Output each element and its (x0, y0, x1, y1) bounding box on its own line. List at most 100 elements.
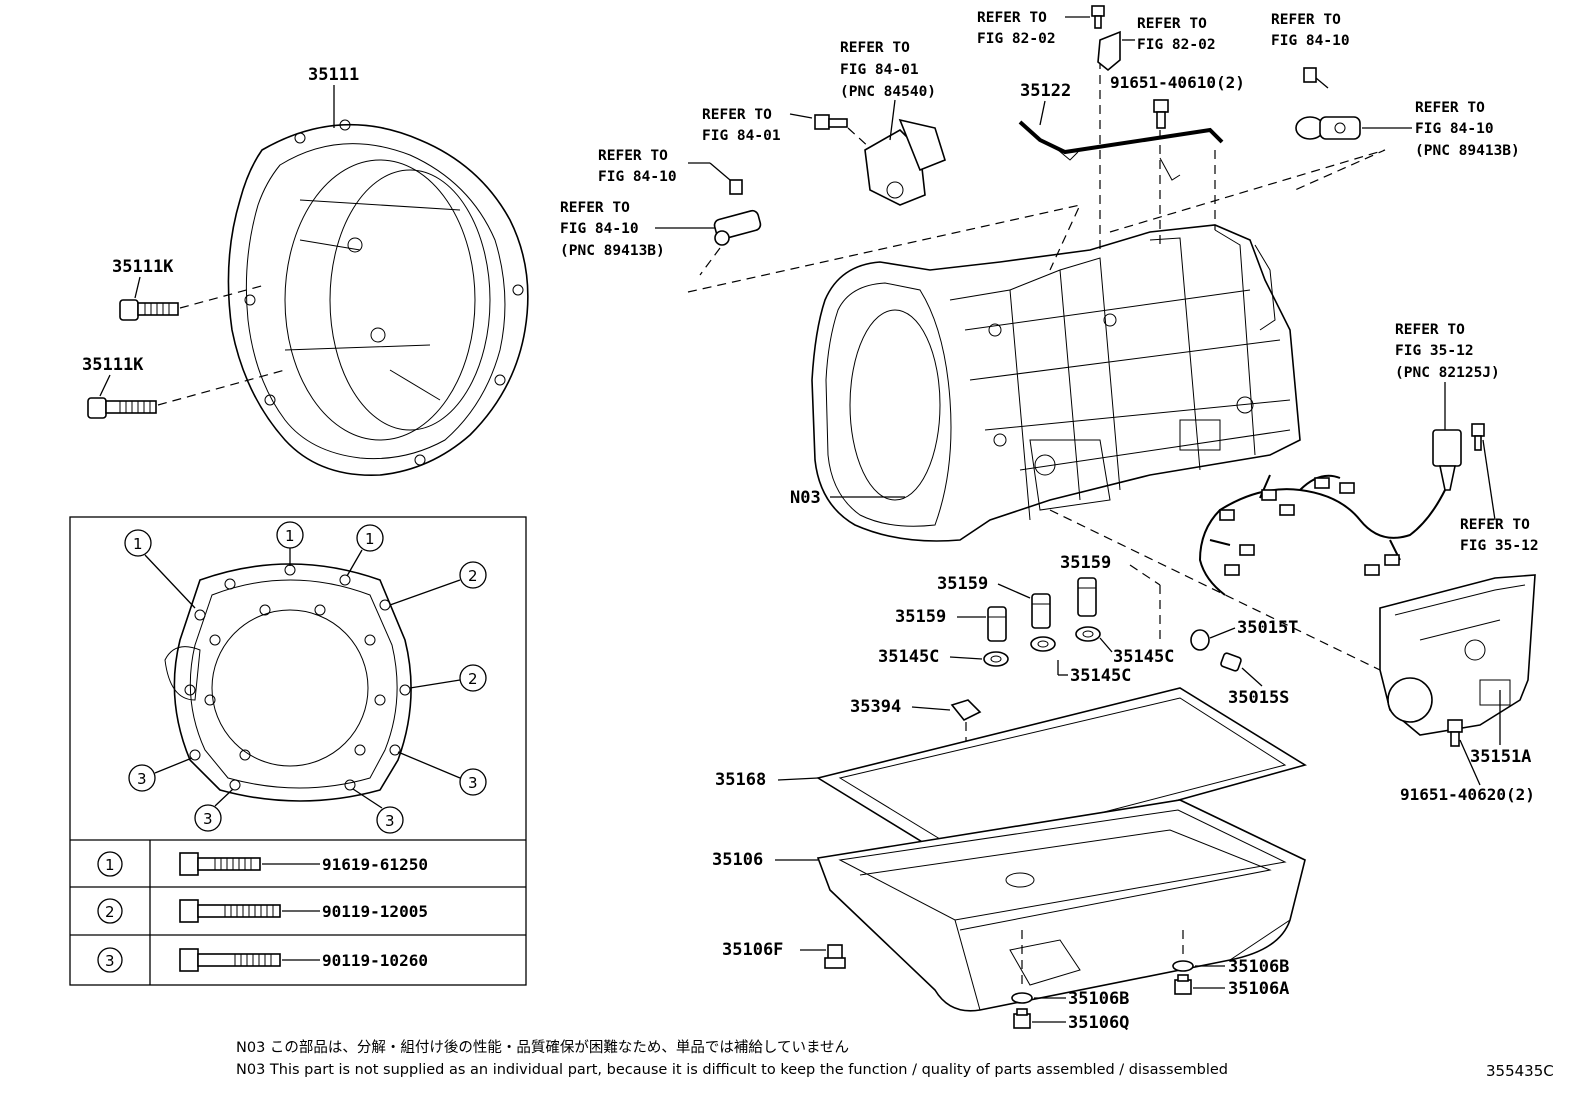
svg-text:3: 3 (468, 774, 478, 792)
label-pipe: 35122 (1020, 81, 1071, 101)
ref-84-10-pnc-left: REFER TO FIG 84-10 (PNC 89413B) (560, 200, 665, 259)
magnet-icon (950, 699, 982, 722)
bolt-84-01 (814, 114, 848, 130)
svg-text:1: 1 (365, 530, 375, 548)
bolt-mark-2: 2 (105, 903, 115, 921)
bolt-table: 1 91619-61250 2 90119-12005 3 90119-1026… (70, 839, 526, 985)
oil-pan (816, 799, 1306, 1012)
svg-text:2: 2 (468, 670, 478, 688)
svg-text:FIG 82-02: FIG 82-02 (977, 31, 1056, 47)
pipe-35159-a (1077, 577, 1097, 617)
svg-text:REFER TO: REFER TO (840, 40, 910, 56)
bolt-part-2: 90119-12005 (322, 902, 428, 921)
svg-text:FIG 84-10: FIG 84-10 (1271, 33, 1350, 49)
svg-text:1: 1 (133, 535, 143, 553)
svg-text:FIG 84-10: FIG 84-10 (598, 169, 677, 185)
drain-plug-f (824, 944, 846, 969)
plug-a (1174, 974, 1192, 995)
label-oil-pan: 35106 (712, 850, 763, 870)
bolt-91651-top (1153, 99, 1169, 129)
ref-82-02-b: REFER TO FIG 82-02 (1137, 16, 1216, 53)
bolt-table-row-1: 1 91619-61250 (97, 851, 428, 877)
pipe-35159-b (1031, 593, 1051, 629)
converter-housing-drawing (227, 119, 529, 477)
svg-text:(PNC 82125J): (PNC 82125J) (1395, 365, 1500, 381)
sensor-35015s (1220, 652, 1242, 672)
bolt-small-top (1091, 5, 1105, 29)
svg-text:FIG 84-01: FIG 84-01 (840, 62, 919, 78)
oring-35145c-b (1030, 636, 1056, 652)
pan-gasket (815, 687, 1307, 863)
bracket-icon (1097, 30, 1121, 72)
bolt-35-12 (1471, 423, 1485, 451)
svg-text:2: 2 (468, 567, 478, 585)
bolt-small-left (729, 179, 743, 195)
bolt-callouts: 1 1 1 2 2 3 3 3 3 (124, 521, 487, 834)
oring-35015t (1190, 629, 1210, 651)
bolt-table-row-3: 3 90119-10260 (97, 947, 428, 973)
svg-text:REFER TO: REFER TO (598, 148, 668, 164)
label-pipe-a: 35159 (1060, 553, 1111, 573)
note-japanese: N03 この部品は、分解・組付け後の性能・品質確保が困難なため、単品では補給して… (236, 1038, 849, 1056)
svg-text:FIG 82-02: FIG 82-02 (1137, 37, 1216, 53)
svg-text:(PNC 89413B): (PNC 89413B) (560, 243, 665, 259)
label-magnet: 35394 (850, 697, 901, 717)
svg-text:3: 3 (385, 812, 395, 830)
bolt-91651-bottom (1447, 719, 1463, 747)
ref-84-10-left: REFER TO FIG 84-10 (598, 148, 677, 185)
label-gasket: 35168 (715, 770, 766, 790)
svg-text:REFER TO: REFER TO (1395, 322, 1465, 338)
plug-q (1013, 1008, 1031, 1029)
svg-text:FIG 35-12: FIG 35-12 (1460, 538, 1539, 554)
label-bolt-upper: 35111K (112, 257, 174, 277)
label-oring-a: 35145C (878, 647, 939, 667)
label-oring-b: 35145C (1070, 666, 1131, 686)
label-converter-housing: 35111 (308, 65, 359, 85)
svg-text:3: 3 (137, 770, 147, 788)
valve-cover (1379, 574, 1536, 736)
bolt-table-row-2: 2 90119-12005 (97, 898, 428, 924)
ref-35-12-pnc: REFER TO FIG 35-12 (PNC 82125J) (1395, 322, 1500, 381)
svg-text:FIG 84-10: FIG 84-10 (1415, 121, 1494, 137)
ref-84-01: REFER TO FIG 84-01 (702, 107, 781, 144)
label-pipe-b: 35159 (937, 574, 988, 594)
label-pipe-c: 35159 (895, 607, 946, 627)
wire-harness-connector (1432, 429, 1462, 491)
ref-82-02-a: REFER TO FIG 82-02 (977, 10, 1056, 47)
svg-text:3: 3 (203, 810, 213, 828)
neutral-switch (864, 118, 946, 206)
bolt-part-3: 90119-10260 (322, 951, 428, 970)
label-sensor-s: 35015S (1228, 688, 1289, 708)
svg-text:REFER TO: REFER TO (1460, 517, 1530, 533)
pipe-35159-c (987, 606, 1007, 642)
svg-text:REFER TO: REFER TO (1415, 100, 1485, 116)
svg-text:FIG 84-10: FIG 84-10 (560, 221, 639, 237)
label-oring-t: 35015T (1237, 618, 1298, 638)
bolt-part-1: 91619-61250 (322, 855, 428, 874)
svg-text:(PNC 84540): (PNC 84540) (840, 84, 936, 100)
svg-text:1: 1 (285, 527, 295, 545)
ref-84-10-top: REFER TO FIG 84-10 (1271, 12, 1350, 49)
ref-84-10-pnc-right: REFER TO FIG 84-10 (PNC 89413B) (1415, 100, 1520, 159)
svg-text:REFER TO: REFER TO (1137, 16, 1207, 32)
bolt-location-panel (69, 516, 527, 986)
housing-face-view (164, 563, 412, 802)
oring-35145c-c (1075, 626, 1101, 642)
transmission-case-drawing (811, 224, 1301, 542)
label-plug-q: 35106Q (1068, 1013, 1129, 1033)
svg-text:FIG 35-12: FIG 35-12 (1395, 343, 1474, 359)
gasket-b-lower (1011, 992, 1033, 1004)
bolt-small-right (1303, 67, 1317, 83)
svg-text:FIG 84-01: FIG 84-01 (702, 128, 781, 144)
bolt-35111k-upper (119, 299, 179, 321)
label-bolt-91651-top: 91651-40610(2) (1110, 73, 1245, 92)
svg-text:REFER TO: REFER TO (702, 107, 772, 123)
label-gasket-b-right: 35106B (1228, 957, 1289, 977)
label-bolt-lower: 35111K (82, 355, 144, 375)
label-gasket-b-lower: 35106B (1068, 989, 1129, 1009)
label-drain-plug-f: 35106F (722, 940, 783, 960)
note-english: N03 This part is not supplied as an indi… (236, 1062, 1228, 1078)
svg-text:REFER TO: REFER TO (977, 10, 1047, 26)
svg-text:(PNC 89413B): (PNC 89413B) (1415, 143, 1520, 159)
